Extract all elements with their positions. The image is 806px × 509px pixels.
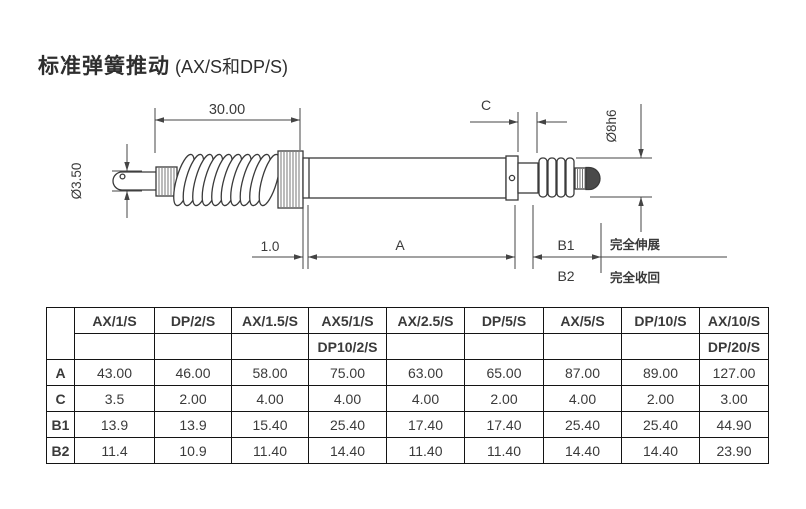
cell-c: 3.5	[74, 385, 155, 412]
fully-extended-label: 完全伸展	[610, 237, 661, 252]
cap-hole	[508, 174, 516, 182]
tip-cylinder	[574, 167, 587, 190]
fully-retracted-label: 完全收回	[610, 270, 660, 285]
header-row-1: AX/1/S DP/2/S AX/1.5/S AX5/1/S AX/2.5/S …	[46, 307, 769, 360]
table-row-b2: B2 11.4 10.9 11.40 14.40 11.40 11.40 14.…	[46, 437, 769, 464]
mount-threads	[538, 157, 575, 198]
title-suffix: (AX/S和DP/S)	[175, 57, 289, 77]
cell-a: 89.00	[621, 359, 700, 386]
tip-knurl	[577, 169, 586, 188]
row-label-b1: B1	[46, 411, 75, 438]
cell-b1: 17.40	[386, 411, 465, 438]
probe-drawing	[112, 150, 601, 209]
cell-c: 2.00	[464, 385, 544, 412]
row-label-a: A	[46, 359, 75, 386]
cell-b2: 23.90	[699, 437, 769, 464]
cell-b2: 11.40	[386, 437, 465, 464]
cell-b2: 11.40	[231, 437, 309, 464]
dim-bottom-ext	[302, 205, 602, 273]
cell-a: 63.00	[386, 359, 465, 386]
row-label-b2: B2	[46, 437, 75, 464]
cell-a: 75.00	[308, 359, 387, 386]
spring-coils	[173, 153, 281, 207]
cell-b1: 13.9	[74, 411, 155, 438]
col-header-dp2s: DP/2/S	[154, 307, 232, 334]
cell-a: 46.00	[154, 359, 232, 386]
col-header-ax51s: AX5/1/S	[308, 307, 387, 334]
subheader-cell	[464, 333, 544, 360]
cell-a: 127.00	[699, 359, 769, 386]
dim-body-diameter-label: Ø8h6	[604, 109, 619, 142]
cell-b1: 13.9	[154, 411, 232, 438]
dim-a-label: A	[395, 237, 405, 253]
page-title: 标准弹簧推动(AX/S和DP/S)	[38, 50, 288, 80]
col-header-ax10s: AX/10/S	[699, 307, 769, 334]
col-header-dp5s: DP/5/S	[464, 307, 544, 334]
cell-b2: 14.40	[621, 437, 700, 464]
cell-c: 3.00	[699, 385, 769, 412]
dim-c-label: C	[481, 97, 491, 113]
dimension-arrows	[124, 117, 644, 260]
cell-a: 58.00	[231, 359, 309, 386]
row-label-c: C	[46, 385, 75, 412]
dim-cable-diameter-label: Ø3.50	[69, 163, 84, 200]
col-header-dp20s: DP/20/S	[699, 333, 769, 360]
subheader-cell	[386, 333, 465, 360]
probe-technical-drawing: 30.00 Ø3.50 C Ø8h6 1.0 A B1 B2 完全伸展 完全收回	[69, 97, 727, 285]
neck	[517, 162, 539, 194]
cell-c: 2.00	[621, 385, 700, 412]
dim-c-ext	[517, 112, 538, 153]
cell-c: 2.00	[154, 385, 232, 412]
corner-cell	[46, 307, 75, 360]
subheader-cell	[621, 333, 700, 360]
cell-b2: 14.40	[543, 437, 622, 464]
cell-b2: 14.40	[308, 437, 387, 464]
cell-a: 65.00	[464, 359, 544, 386]
cell-c: 4.00	[308, 385, 387, 412]
dim-30-ext	[154, 108, 301, 153]
cable	[112, 171, 158, 191]
subheader-cell	[74, 333, 155, 360]
col-header-dp10s: DP/10/S	[621, 307, 700, 334]
dimension-labels: 30.00 Ø3.50 C Ø8h6 1.0 A B1 B2 完全伸展 完全收回	[69, 97, 661, 285]
cell-b1: 25.40	[308, 411, 387, 438]
col-header-dp102s: DP10/2/S	[308, 333, 387, 360]
cell-a: 43.00	[74, 359, 155, 386]
cell-b2: 11.40	[464, 437, 544, 464]
bushing-knurl	[280, 152, 300, 207]
col-header-ax15s: AX/1.5/S	[231, 307, 309, 334]
cell-b1: 17.40	[464, 411, 544, 438]
title-main: 标准弹簧推动	[38, 55, 170, 78]
cell-c: 4.00	[386, 385, 465, 412]
cell-b2: 10.9	[154, 437, 232, 464]
main-body	[302, 157, 507, 199]
tip-dome	[585, 166, 601, 191]
table-row-a: A 43.00 46.00 58.00 75.00 63.00 65.00 87…	[46, 359, 769, 386]
table-row-c: C 3.5 2.00 4.00 4.00 4.00 2.00 4.00 2.00…	[46, 385, 769, 412]
cell-b1: 44.90	[699, 411, 769, 438]
dim-b2-label: B2	[557, 268, 574, 284]
subheader-cell	[543, 333, 622, 360]
dim-d8-ext	[576, 157, 652, 198]
ferrule-knurl	[158, 168, 175, 195]
cell-a: 87.00	[543, 359, 622, 386]
subheader-cell	[154, 333, 232, 360]
table-row-b1: B1 13.9 13.9 15.40 25.40 17.40 17.40 25.…	[46, 411, 769, 438]
cell-b2: 11.4	[74, 437, 155, 464]
cell-b1: 25.40	[543, 411, 622, 438]
cell-c: 4.00	[543, 385, 622, 412]
dim-b1-label: B1	[557, 237, 574, 253]
col-header-ax1s: AX/1/S	[74, 307, 155, 334]
col-header-ax25s: AX/2.5/S	[386, 307, 465, 334]
cable-end-detail	[119, 173, 126, 180]
dim-30-label: 30.00	[209, 102, 245, 118]
cell-b1: 15.40	[231, 411, 309, 438]
dim-offset-label: 1.0	[261, 239, 280, 254]
header-row-2: DP10/2/S DP/20/S	[47, 333, 769, 360]
cell-b1: 25.40	[621, 411, 700, 438]
cell-c: 4.00	[231, 385, 309, 412]
subheader-cell	[231, 333, 309, 360]
col-header-ax5s: AX/5/S	[543, 307, 622, 334]
spec-table: AX/1/S DP/2/S AX/1.5/S AX5/1/S AX/2.5/S …	[46, 307, 769, 464]
